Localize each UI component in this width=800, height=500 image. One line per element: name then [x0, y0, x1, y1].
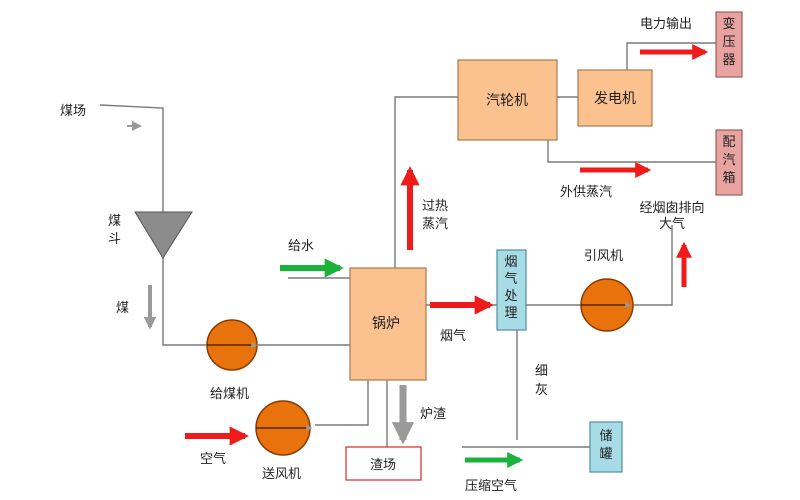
label-slag-yard: 渣场 [370, 458, 396, 473]
line-fan-to-chimney [632, 225, 673, 306]
label-power-out: 电力输出 [640, 16, 692, 32]
steam-box-box [715, 129, 743, 196]
slag-yard-box [345, 446, 422, 481]
label-coal-feeder: 给煤机 [210, 387, 249, 402]
coal-feeder [206, 319, 258, 371]
label-blower: 送风机 [262, 467, 301, 482]
transformer-box [715, 11, 743, 78]
label-coal: 煤 [116, 301, 129, 316]
line-generator-to-transformer [626, 42, 716, 70]
label-turbine: 汽轮机 [486, 93, 528, 109]
label-coal-hopper: 煤斗 [108, 214, 121, 247]
flow-arrows [127, 43, 709, 469]
label-steam-box: 配汽箱 [722, 135, 735, 186]
label-chimney: 经烟囱排向大气 [639, 200, 704, 232]
blower [255, 400, 313, 456]
line-turbine-to-steambox [547, 140, 716, 163]
label-compressed-air: 压缩空气 [465, 478, 517, 494]
generator-box [577, 69, 653, 127]
label-coal-yard: 煤场 [60, 104, 86, 119]
label-fine-ash: 细灰 [535, 364, 548, 398]
label-feed-water: 给水 [288, 239, 314, 254]
coal-hopper-triangle [134, 211, 193, 259]
label-slag: 炉渣 [420, 407, 446, 422]
label-gas-treatment: 烟气处理 [504, 255, 517, 321]
turbine-box [457, 59, 558, 141]
boiler-box [349, 267, 427, 381]
label-generator: 发电机 [594, 91, 636, 107]
label-air: 空气 [200, 451, 226, 467]
connector-lines [99, 42, 716, 448]
label-transformer: 变压器 [722, 16, 735, 68]
line-coal-yard-to-hopper [99, 104, 164, 215]
induced-fan [580, 278, 634, 332]
line-hopper-to-feeder [162, 255, 210, 346]
label-steam-supply: 外供蒸汽 [560, 185, 612, 200]
label-boiler: 锅炉 [372, 316, 400, 332]
line-boiler-to-turbine [394, 96, 458, 268]
label-storage-tank: 储罐 [599, 429, 612, 462]
storage-tank-box [589, 421, 623, 473]
label-superheated-steam: 过热蒸汽 [422, 199, 448, 232]
line-blower-to-boiler [315, 380, 369, 426]
label-induced-fan: 引风机 [584, 249, 623, 264]
gas-treatment-box [496, 249, 527, 331]
label-flue-gas: 烟气 [440, 328, 466, 344]
